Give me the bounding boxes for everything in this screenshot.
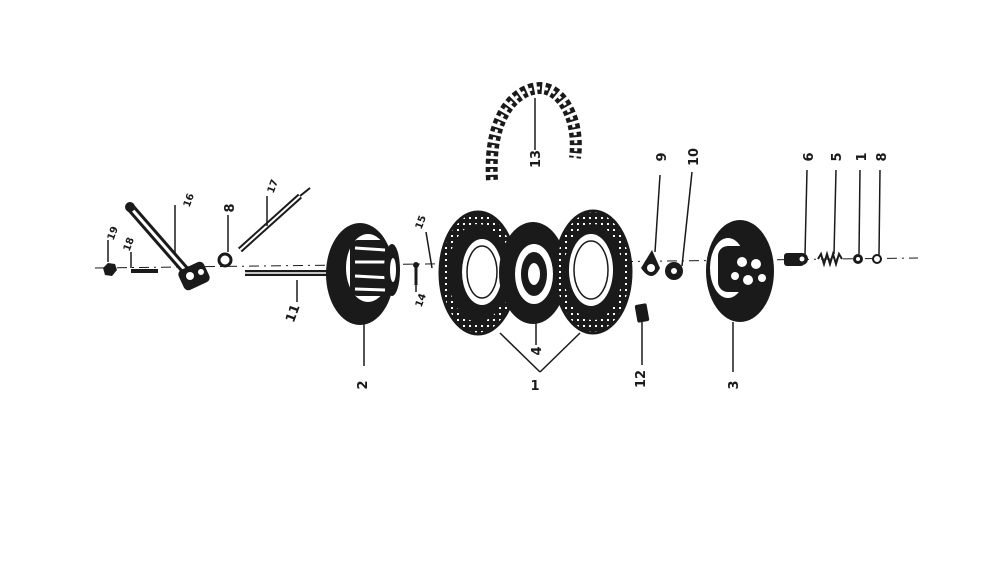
- spring-part: [817, 250, 843, 268]
- middle-plate-part: [499, 222, 567, 324]
- key-part: [634, 303, 650, 323]
- callout-16: 16: [182, 192, 197, 209]
- washer-hole: [856, 257, 860, 261]
- spacer-part: [784, 253, 808, 266]
- lever-arm-part: [125, 202, 210, 291]
- ring-part: [217, 252, 233, 268]
- callout-17: 17: [266, 178, 281, 195]
- callout-10: 10: [687, 148, 702, 166]
- left-sprocket-part: [438, 210, 518, 336]
- right-hub-part: [706, 220, 774, 322]
- callout-18: 18: [122, 236, 137, 253]
- callout-9: 9: [655, 152, 670, 161]
- callout-11: 11: [283, 302, 303, 324]
- callout-8-right: 8: [875, 152, 890, 161]
- callout-1: 1: [530, 379, 539, 394]
- callout-8-left: 8: [223, 203, 238, 212]
- chain-part: [485, 81, 582, 181]
- callout-15: 15: [414, 214, 429, 231]
- callout-6: 6: [802, 152, 817, 161]
- callout-1-right: 1: [855, 152, 870, 161]
- clip-part: [872, 254, 882, 264]
- callout-12: 12: [634, 370, 649, 388]
- callout-14: 14: [414, 292, 429, 309]
- rod-part: [237, 187, 311, 253]
- hex-nut-part: [665, 262, 683, 280]
- left-hub-part: [326, 223, 400, 325]
- right-sprocket-part: [553, 209, 633, 335]
- callout-13: 13: [529, 150, 544, 168]
- small-pin-head: [413, 262, 419, 268]
- callout-5: 5: [830, 152, 845, 161]
- tab-washer-part: [641, 250, 660, 276]
- callout-19: 19: [106, 225, 121, 242]
- callout-2: 2: [356, 380, 371, 389]
- leader-lines: [107, 98, 881, 373]
- shaft-part: [245, 270, 327, 276]
- callout-3: 3: [727, 380, 742, 389]
- callout-4: 4: [530, 346, 545, 355]
- nut-part: [103, 263, 117, 276]
